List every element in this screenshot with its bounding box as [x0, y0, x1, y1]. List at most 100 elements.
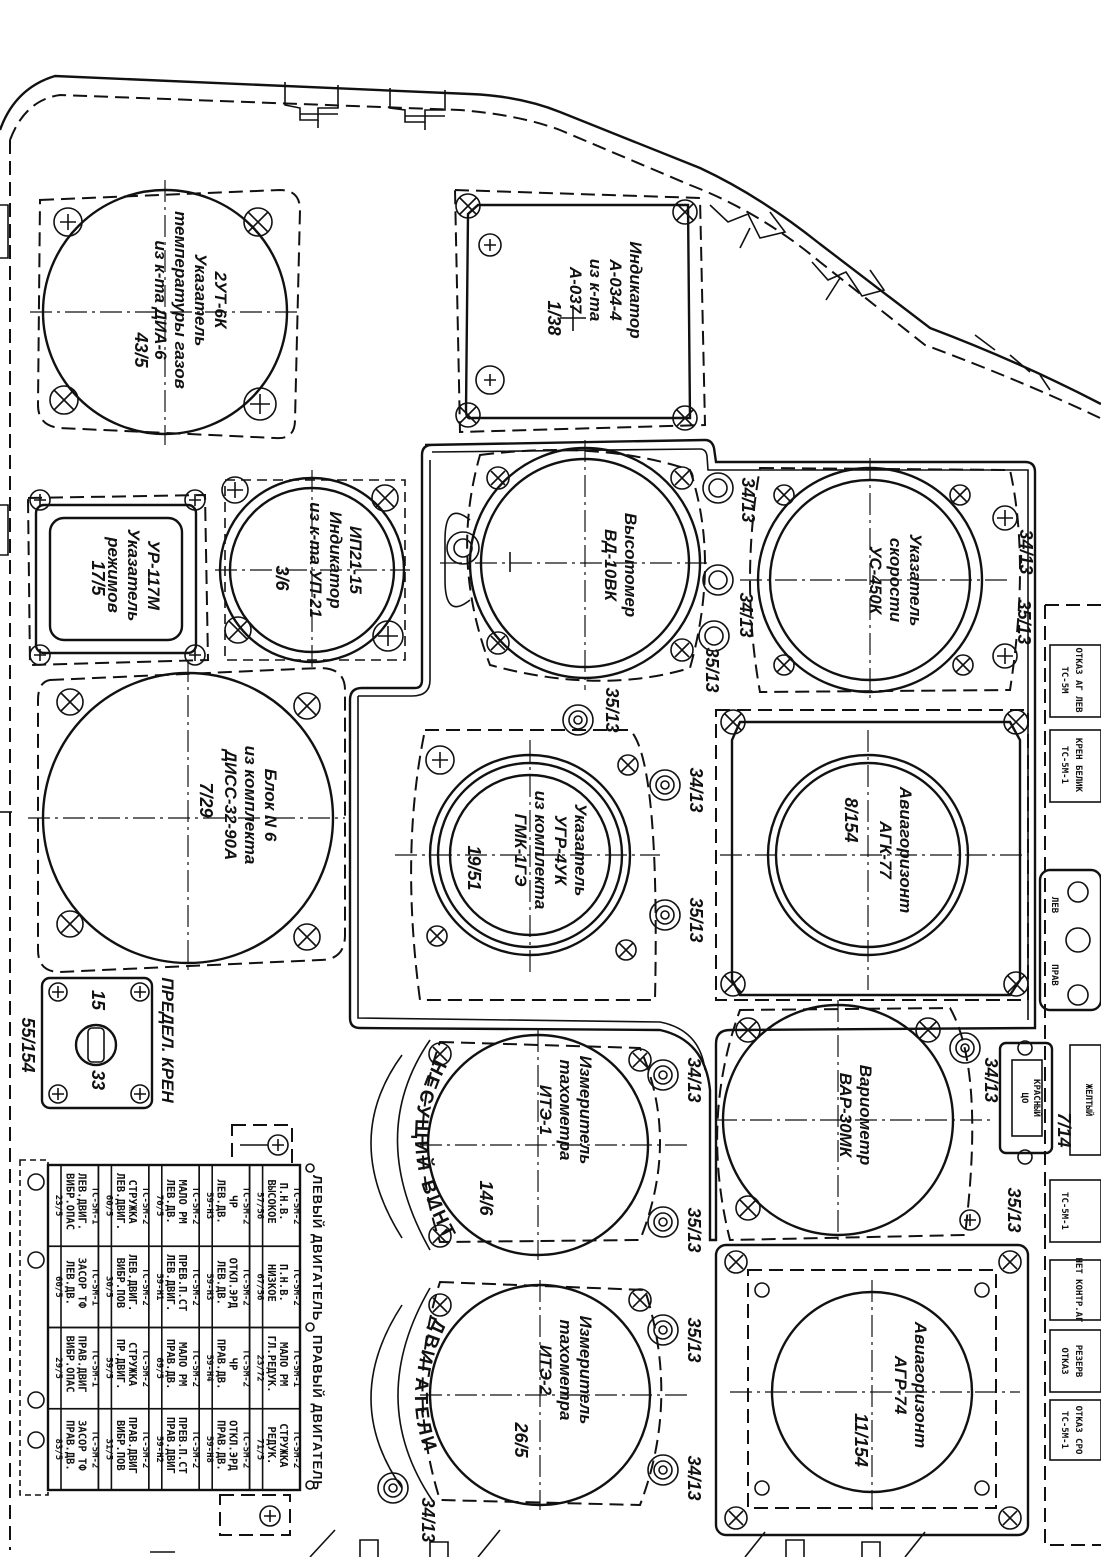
up21-label-3: из к-та УП-21	[306, 502, 325, 618]
signal-cell-text: ЛЕВ.ДВИГ.	[164, 1254, 176, 1311]
signal-cell-text: ЗАСОР ТФ	[75, 1258, 87, 1309]
egt-label-4: из к-та ДИА-6	[151, 240, 170, 360]
signal-cell-text: ПР.ДВИГ.	[114, 1339, 126, 1390]
signal-cell-type: ТС-5М-2	[241, 1430, 251, 1468]
signal-cell-text: СТРУЖКА	[126, 1342, 138, 1387]
ugr-code: 19/51	[464, 845, 484, 890]
altimeter-label-1: Высотомер	[621, 513, 640, 617]
signal-cell-type: ТС-5М-1	[89, 1187, 99, 1225]
signal-cell-ref: 59-Н1	[154, 1273, 164, 1300]
signal-cell-text: ЗАСОР ТФ	[75, 1420, 87, 1471]
diss-label-1: Блок N 6	[261, 769, 280, 842]
egt-indicator: 2УТ-6К Указатель температуры газов из к-…	[30, 180, 302, 445]
ite2-label-2: тахометра	[556, 1320, 575, 1421]
bank-limit-value-b: 33	[88, 1070, 108, 1090]
signal-cell-text: ПРАВ.ДВИГ	[164, 1417, 176, 1474]
a034-label-1: Индикатор	[626, 241, 645, 338]
signal-cell-ref: 59-Н3	[204, 1273, 214, 1300]
connectors-upper: 34/13 34/13 35/13 34/13 35/13	[698, 472, 1036, 693]
bank-limit-value-a: 15	[88, 990, 108, 1011]
bank-limit-selector: 15 33 ПРЕДЕЛ. КРЕН 55/154	[18, 976, 177, 1110]
agk77-attitude: Авиагоризонт АГК-77 8/154	[715, 709, 1029, 1001]
side-a1: ТС-5М	[1059, 666, 1069, 694]
airspeed-label-1: Указатель	[906, 534, 925, 627]
side-prav: ПРАВ	[1049, 964, 1059, 986]
a034-indicator: Индикатор А-034-4 из к-та А-037 1/38	[453, 188, 707, 434]
a034-label-4: А-037	[566, 266, 585, 315]
signal-cell-text: ЛЕВ.ДВ.	[215, 1179, 227, 1223]
signal-cell-text: СТРУЖКА	[277, 1423, 289, 1468]
code-c6: 35/13	[602, 687, 622, 732]
signal-cell-ref: 60/5	[53, 1276, 63, 1298]
signal-cell-ref: 59/5	[103, 1357, 113, 1379]
signal-cell-text: П.Н.В.	[277, 1264, 289, 1302]
ugr-label-4: ГМК-1ГЭ	[511, 814, 530, 887]
signal-cell-type: ТС-5М-2	[190, 1187, 200, 1225]
ite1-label-1: Измеритель	[576, 1056, 595, 1165]
signal-cell-text: ВЫСОКОЕ	[265, 1179, 277, 1223]
connectors-middle: 35/13 34/13 35/13	[562, 687, 706, 943]
agr74-label-2: АГР-74	[891, 1355, 910, 1415]
top-brackets	[284, 82, 1051, 391]
signal-cell-text: П.Н.В.	[277, 1183, 289, 1221]
signal-cell-text: ЛЕВ.ДВ.	[164, 1179, 176, 1223]
ite1-label-2: тахометра	[556, 1060, 575, 1161]
signal-cell-type: ТС-5М-2	[190, 1430, 200, 1468]
side-c2: КРАСНЫЙ	[1031, 1079, 1043, 1117]
diss-unit: Блок N 6 из комплекта ДИСС-32-90А 7/29	[28, 660, 346, 975]
ite2-label-3: ИТЭ-2	[536, 1345, 555, 1396]
ur117-indicator: УР-117М Указатель режимов 17/5	[26, 489, 210, 667]
signal-cell-type: ТС-5М-2	[89, 1430, 99, 1468]
bank-limit-code: 55/154	[18, 1017, 38, 1072]
ite1-label-3: ИТЭ-1	[536, 1085, 555, 1135]
right-strip: ТС-5М ОТКАЗ АГ ЛЕВ ТС-5М-1 КРЕН БЕЛИК ЛЕ…	[998, 604, 1101, 1546]
signal-cell	[47, 1407, 100, 1491]
connectors-ite1: 34/13 35/13	[647, 1057, 704, 1253]
side-c1: ЦО	[1019, 1093, 1029, 1104]
signal-cell-text: ЧР	[227, 1358, 239, 1371]
ugr-label-1: Указатель	[571, 804, 590, 897]
code-c5: 35/13	[1014, 599, 1034, 644]
airspeed-indicator: Указатель скорости УС-450К	[740, 458, 1021, 702]
signal-cell-text: ВИБР.ОПАС	[63, 1173, 75, 1230]
connectors-ite2: 35/13 34/13 34/13	[377, 1314, 704, 1543]
signal-cell-ref: 70/5	[154, 1195, 164, 1217]
ur117-label-2: Указатель	[124, 529, 143, 622]
code-c4: 34/13	[1016, 529, 1036, 574]
side-lev: ЛЕВ	[1049, 897, 1059, 914]
egt-label-3: температуры газов	[171, 211, 190, 389]
signal-cell-type: ТС-5М-2	[291, 1268, 301, 1306]
signal-cell-type: ТС-5М-2	[140, 1349, 150, 1387]
side-f2: РЕЗЕРВ	[1073, 1345, 1083, 1378]
left-engine-header: ЛЕВЫЙ ДВИГАТЕЛЬ	[310, 1175, 325, 1321]
signal-cell-ref: 83/5	[53, 1439, 63, 1461]
egt-code: 43/5	[131, 331, 151, 368]
code-c8: 35/13	[686, 897, 706, 942]
code-c3: 35/13	[702, 647, 722, 692]
signal-cell-type: ТС-5М-1	[291, 1349, 301, 1387]
ur117-code: 17/5	[88, 560, 108, 596]
signal-cell-text: ВИБР.ПОВ	[114, 1258, 126, 1309]
agk77-label-2: АГК-77	[876, 820, 895, 880]
signal-cell-text: ОТКЛ.ЭРД	[227, 1258, 239, 1309]
signal-cell-text: ПРЕВ.П.СТ	[176, 1417, 188, 1474]
signal-cell-type: ТС-5М-2	[241, 1268, 251, 1306]
agr74-label-1: Авиагоризонт	[911, 1321, 930, 1448]
signal-cell-text: ОТКЛ.ЭРД	[227, 1420, 239, 1471]
ite2-code: 26/5	[511, 1421, 531, 1458]
signal-cell-type: ТС-5М-2	[140, 1268, 150, 1306]
egt-label-1: 2УТ-6К	[211, 271, 230, 330]
signal-cell-text: ВИБР.ПОВ	[114, 1420, 126, 1471]
code-c13: 35/13	[684, 1317, 704, 1362]
code-c2: 34/13	[736, 592, 756, 637]
ugr-indicator: Указатель УГР-4УК из комплекта ГМК-1ГЭ 1…	[395, 729, 660, 1001]
signal-cell-type: ТС-5М-1	[89, 1268, 99, 1306]
side-g1: ТС-5М-1	[1059, 1411, 1069, 1449]
side-f1: ОТКАЗ	[1059, 1347, 1069, 1374]
signal-cell-text: ПРАВ.ДВ.	[215, 1339, 227, 1390]
egt-label-2: Указатель	[191, 254, 210, 347]
signal-cell-ref: 59-Н4	[204, 1355, 214, 1383]
signal-cell-text: ПРАВ.ДВ.	[63, 1420, 75, 1471]
signal-cell-text: НИЗКОЕ	[265, 1264, 277, 1302]
signal-cell-ref: 23/5	[53, 1195, 63, 1217]
